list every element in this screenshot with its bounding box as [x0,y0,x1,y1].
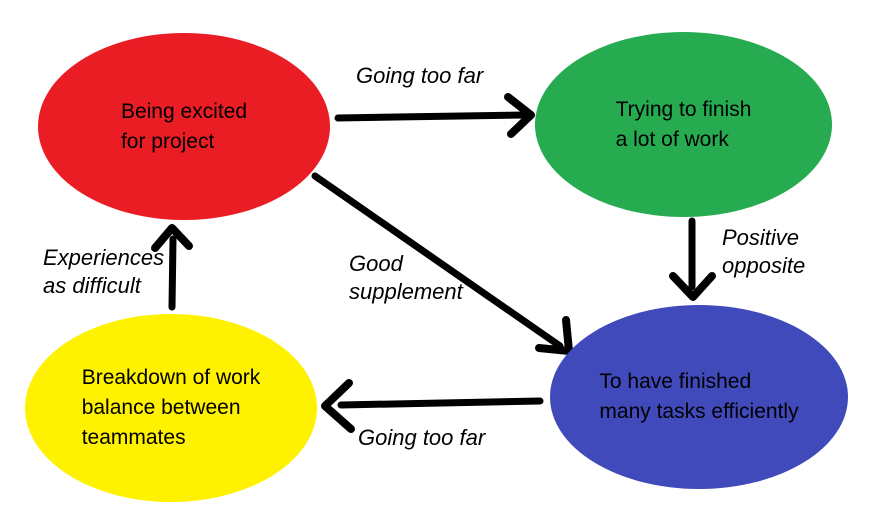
edge-label-line: Experiences [43,245,165,270]
edge-label-line: as difficult [43,273,141,298]
arrow-breakdown-to-excited [151,224,193,311]
edge-label-line: Positive [722,225,800,250]
edge-label-experiences-as-difficult: Experiences as difficult [43,244,164,300]
node-label-line: Trying to finish [615,97,752,121]
arrow-finished-to-breakdown [321,379,544,433]
node-finished-tasks: To have finished many tasks efficiently [550,305,848,489]
edge-label-line: opposite [722,253,806,278]
node-trying-to-finish: Trying to finish a lot of work [535,32,832,217]
node-label-line: balance between [81,396,241,419]
arrow-trying-to-finished [669,217,716,301]
edge-label-line: Good [349,251,403,276]
node-breakdown: Breakdown of work balance between teamma… [25,314,317,502]
node-label-line: To have finished [599,370,752,393]
arrow-excited-to-trying [334,93,535,138]
node-breakdown-label: Breakdown of work balance between teamma… [82,363,261,453]
edge-label-line: supplement [349,279,463,304]
node-label-line: Being excited [120,99,248,123]
node-label-line: for project [120,129,215,153]
node-label-line: many tasks efficiently [599,400,799,423]
node-finished-tasks-label: To have finished many tasks efficiently [599,367,798,427]
edge-label-positive-opposite: Positive opposite [722,224,805,280]
node-label-line: teammates [81,426,186,449]
node-being-excited-label: Being excited for project [121,97,247,157]
node-being-excited: Being excited for project [38,33,330,220]
node-label-line: Breakdown of work [81,366,261,389]
node-label-line: a lot of work [615,127,729,151]
node-trying-to-finish-label: Trying to finish a lot of work [616,95,752,155]
edge-label-going-too-far-bottom: Going too far [358,425,486,450]
edge-label-good-supplement: Good supplement [349,250,463,306]
edge-label-going-too-far-top: Going too far [356,63,484,88]
